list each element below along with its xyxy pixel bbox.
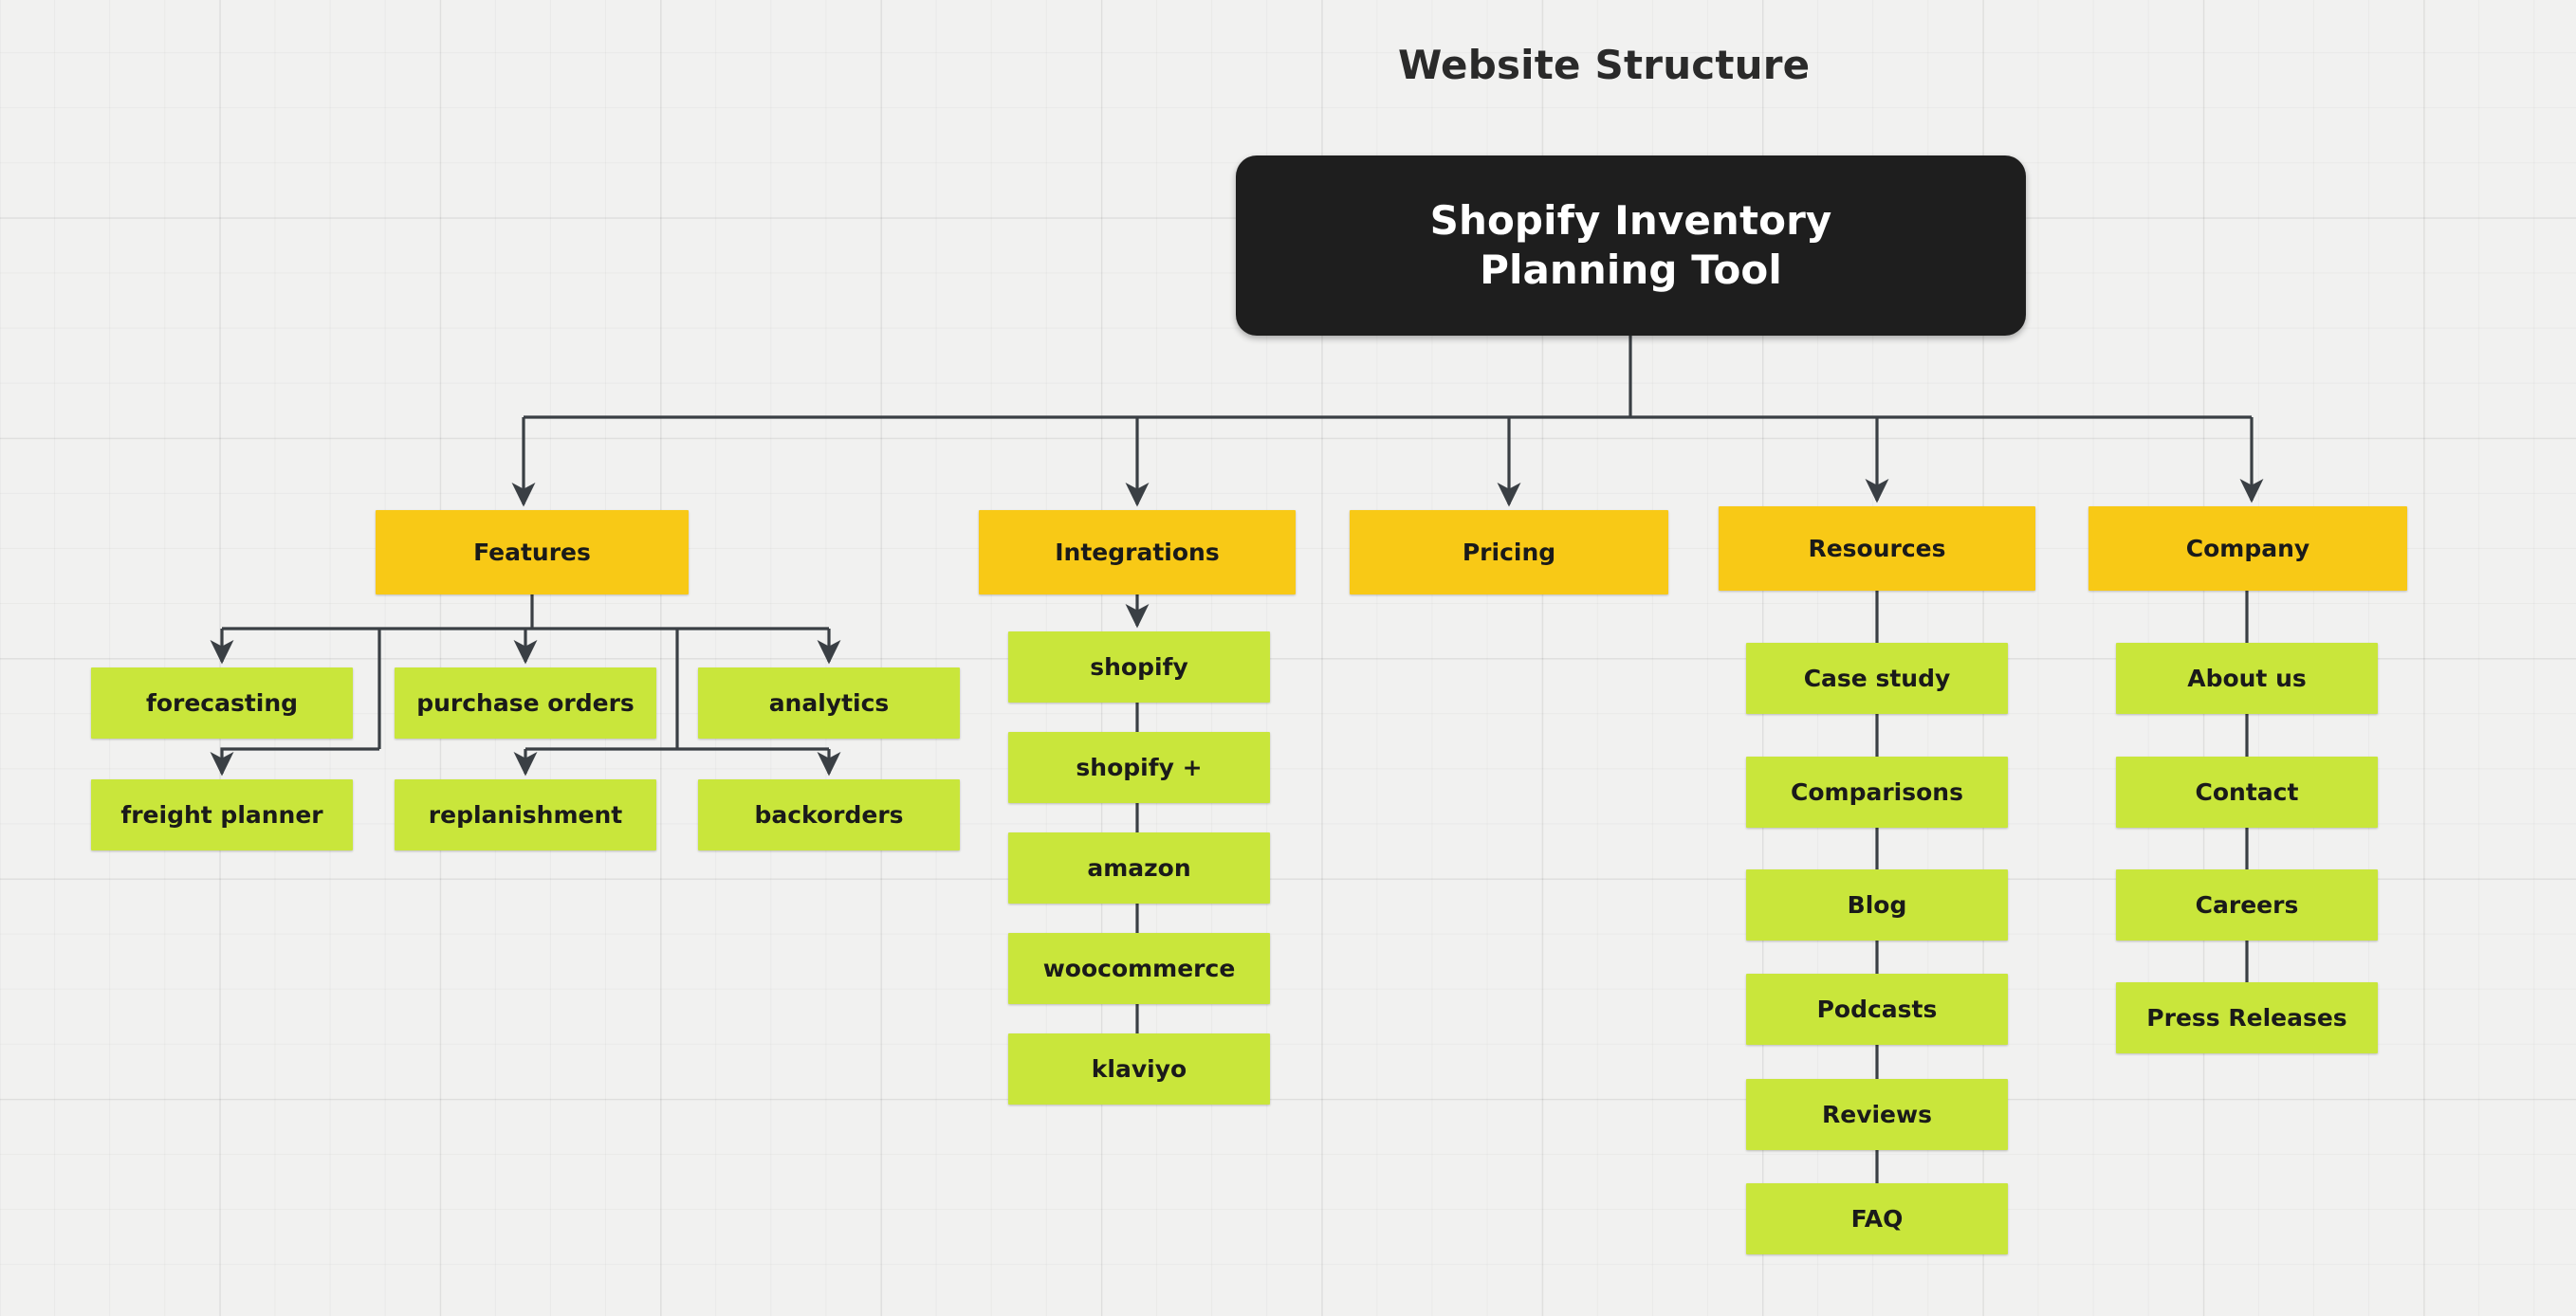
node-label: purchase orders: [416, 689, 635, 717]
node-section-resources[interactable]: Resources: [1719, 506, 2035, 591]
node-leaf-forecasting[interactable]: forecasting: [91, 667, 353, 739]
node-label: replanishment: [428, 801, 623, 829]
edge-forecasting-to-freight-planner: [210, 747, 379, 777]
root-label-line-2: Planning Tool: [1480, 247, 1782, 293]
node-leaf-klaviyo[interactable]: klaviyo: [1008, 1033, 1270, 1105]
node-label: forecasting: [145, 689, 299, 717]
node-root[interactable]: Shopify Inventory Planning Tool: [1236, 155, 2026, 336]
node-label: Comparisons: [1791, 778, 1963, 806]
node-label: freight planner: [120, 801, 323, 829]
node-label: shopify: [1090, 653, 1188, 681]
node-label: woocommerce: [1042, 955, 1236, 982]
node-leaf-amazon[interactable]: amazon: [1008, 832, 1270, 904]
node-leaf-case-study[interactable]: Case study: [1746, 643, 2008, 714]
node-label: Press Releases: [2146, 1004, 2347, 1032]
node-section-integrations[interactable]: Integrations: [979, 510, 1296, 594]
node-leaf-contact[interactable]: Contact: [2116, 757, 2378, 828]
node-section-pricing[interactable]: Pricing: [1350, 510, 1668, 594]
node-leaf-comparisons[interactable]: Comparisons: [1746, 757, 2008, 828]
node-label: Pricing: [1462, 539, 1556, 566]
node-label: shopify +: [1076, 754, 1203, 781]
node-section-features[interactable]: Features: [376, 510, 689, 594]
node-leaf-reviews[interactable]: Reviews: [1746, 1079, 2008, 1150]
node-leaf-purchase-orders[interactable]: purchase orders: [395, 667, 656, 739]
node-leaf-freight-planner[interactable]: freight planner: [91, 779, 353, 850]
node-leaf-analytics[interactable]: analytics: [698, 667, 960, 739]
node-leaf-podcasts[interactable]: Podcasts: [1746, 974, 2008, 1045]
node-label: Contact: [2195, 778, 2299, 806]
node-leaf-about-us[interactable]: About us: [2116, 643, 2378, 714]
node-leaf-blog[interactable]: Blog: [1746, 869, 2008, 941]
node-leaf-backorders[interactable]: backorders: [698, 779, 960, 850]
node-label: Reviews: [1821, 1101, 1932, 1128]
node-label: Podcasts: [1816, 996, 1938, 1023]
node-label: Integrations: [1055, 539, 1220, 566]
node-label: Careers: [2195, 891, 2299, 919]
node-leaf-replanishment[interactable]: replanishment: [395, 779, 656, 850]
node-label: About us: [2187, 665, 2307, 692]
node-label: Resources: [1808, 535, 1946, 562]
node-leaf-shopify-plus[interactable]: shopify +: [1008, 732, 1270, 803]
page-title: Website Structure: [1398, 42, 1811, 88]
node-label: Blog: [1847, 891, 1907, 919]
node-section-company[interactable]: Company: [2088, 506, 2407, 591]
node-label: Features: [473, 539, 591, 566]
node-leaf-press-releases[interactable]: Press Releases: [2116, 982, 2378, 1053]
node-label: backorders: [754, 801, 904, 829]
node-label: amazon: [1087, 854, 1191, 882]
node-label: Company: [2185, 535, 2310, 562]
root-label-line-1: Shopify Inventory: [1429, 196, 1832, 244]
node-leaf-careers[interactable]: Careers: [2116, 869, 2378, 941]
node-label: Case study: [1803, 665, 1951, 692]
node-label: FAQ: [1850, 1205, 1904, 1233]
node-leaf-faq[interactable]: FAQ: [1746, 1183, 2008, 1254]
node-label: analytics: [768, 689, 890, 717]
node-leaf-woocommerce[interactable]: woocommerce: [1008, 933, 1270, 1004]
node-label: klaviyo: [1091, 1055, 1187, 1083]
node-leaf-shopify[interactable]: shopify: [1008, 631, 1270, 703]
